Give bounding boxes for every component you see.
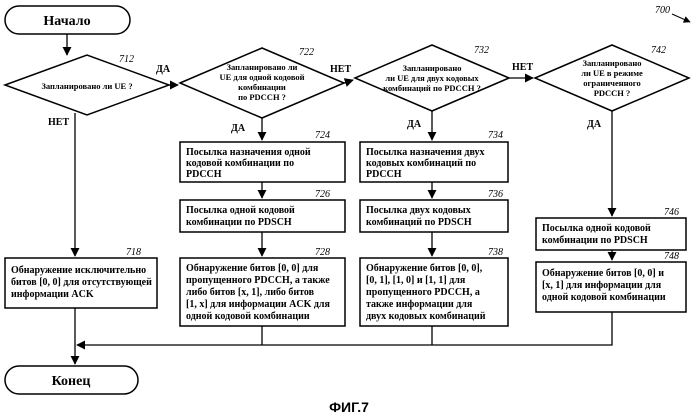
decision-732-line2: ли UE для двух кодовых — [385, 73, 479, 83]
decision-732-yes-label: ДА — [407, 119, 422, 130]
figure-ref-leader — [672, 14, 690, 22]
box-746-ref: 746 — [664, 207, 679, 218]
decision-732-ref: 732 — [474, 45, 489, 56]
box-738-line4: также информации для — [366, 299, 473, 310]
box-724-line3: PDCCH — [186, 169, 222, 180]
box-718-line3: информации ACK — [11, 289, 94, 300]
box-728-ref: 728 — [315, 247, 330, 258]
decision-732: Запланировано ли UE для двух кодовых ком… — [355, 45, 509, 111]
box-724-ref: 724 — [315, 130, 330, 141]
figure-caption: ФИГ.7 — [329, 399, 369, 415]
box-748: Обнаружение битов [0, 0] и [x, 1] для ин… — [536, 251, 686, 312]
box-734-line3: PDCCH — [366, 169, 402, 180]
decision-712-text: Запланировано ли UE ? — [41, 81, 132, 91]
box-728: Обнаружение битов [0, 0] для пропущенног… — [180, 247, 345, 326]
decision-712-ref: 712 — [119, 54, 134, 65]
decision-732-line1: Запланировано — [402, 63, 461, 73]
box-734: Посылка назначения двух кодовых комбинац… — [360, 130, 508, 182]
box-718-line2: битов [0, 0] для отсутствующей — [11, 277, 152, 288]
box-726-ref: 726 — [315, 189, 330, 200]
decision-722-line2: UE для одной кодовой — [219, 72, 304, 82]
decision-722-ref: 722 — [299, 47, 314, 58]
box-746-line1: Посылка одной кодовой — [542, 223, 651, 234]
box-734-ref: 734 — [488, 130, 503, 141]
box-724-line1: Посылка назначения одной — [186, 147, 311, 158]
box-718-line1: Обнаружение исключительно — [11, 265, 146, 276]
box-734-line1: Посылка назначения двух — [366, 147, 485, 158]
decision-742-line1: Запланирова­но — [582, 58, 641, 68]
start-label: Начало — [43, 14, 90, 29]
decision-722-line4: по PDCCH ? — [238, 92, 286, 102]
box-748-line1: Обнаружение битов [0, 0] и — [542, 268, 664, 279]
box-718-ref: 718 — [126, 247, 141, 258]
box-736: Посылка двух кодовых комбинаций по PDSCH… — [360, 189, 508, 232]
box-736-line2: комбинаций по PDSCH — [366, 217, 472, 228]
edge-722-to-732 — [344, 80, 353, 83]
box-726-line2: комбинации по PDSCH — [186, 217, 292, 228]
decision-732-line3: комбинаций по PDCCH ? — [383, 83, 481, 93]
decision-742-yes-label: ДА — [587, 119, 602, 130]
decision-722-line3: комбинации — [238, 82, 286, 92]
box-748-line2: [x, 1] для информации для — [542, 280, 662, 291]
box-738: Обнаружение битов [0, 0], [0, 1], [1, 0]… — [360, 247, 508, 326]
box-738-line2: [0, 1], [1, 0] и [1, 1] для — [366, 275, 466, 286]
box-724-line2: кодовой комбинации по — [186, 158, 294, 169]
box-738-line1: Обнаружение битов [0, 0], — [366, 263, 483, 274]
box-728-line5: одной кодовой комбинации — [186, 311, 310, 322]
box-728-line2: пропущенного PDCCH, а также — [186, 275, 330, 286]
box-748-ref: 748 — [664, 251, 679, 262]
box-748-line3: одной кодовой комбинации — [542, 292, 666, 303]
box-736-ref: 736 — [488, 189, 503, 200]
decision-742-line3: ограниченного — [583, 78, 640, 88]
decision-712: Запланировано ли UE ? 712 — [5, 54, 169, 115]
decision-742: Запланирова­но ли UE в режиме ограниченн… — [535, 45, 689, 111]
box-738-ref: 738 — [488, 247, 503, 258]
box-746: Посылка одной кодовой комбинации по PDSC… — [536, 207, 686, 250]
box-738-line5: двух кодовых комбинаций — [366, 311, 486, 322]
decision-742-line4: PDCCH ? — [594, 88, 631, 98]
box-728-line4: [1, x] для информации ACK для — [186, 299, 331, 310]
box-736-line1: Посылка двух кодовых — [366, 205, 471, 216]
end-label: Конец — [52, 374, 91, 389]
decision-722: Запланирова­но ли UE для одной кодовой к… — [180, 47, 344, 118]
figure-ref-number: 700 — [655, 5, 670, 16]
decision-742-ref: 742 — [651, 45, 666, 56]
decision-722-no-label: НЕТ — [330, 64, 351, 75]
end-terminal: Конец — [5, 366, 138, 394]
decision-722-line1: Запланирова­но ли — [227, 62, 298, 72]
box-746-line2: комбинации по PDSCH — [542, 235, 648, 246]
start-terminal: Начало — [5, 6, 130, 34]
decision-742-line2: ли UE в режиме — [581, 68, 643, 78]
decision-712-yes-label: ДА — [156, 64, 171, 75]
box-738-line3: пропущенного PDCCH, а — [366, 287, 480, 298]
decision-712-no-label: НЕТ — [48, 117, 69, 128]
decision-732-no-label: НЕТ — [512, 62, 533, 73]
box-728-line1: Обнаружение битов [0, 0] для — [186, 263, 319, 274]
box-718: Обнаружение исключительно битов [0, 0] д… — [5, 247, 157, 308]
box-728-line3: либо битов [x, 1], либо битов — [186, 287, 315, 298]
decision-722-yes-label: ДА — [231, 123, 246, 134]
box-734-line2: кодовых комбинаций по — [366, 158, 476, 169]
box-726-line1: Посылка одной кодовой — [186, 205, 295, 216]
